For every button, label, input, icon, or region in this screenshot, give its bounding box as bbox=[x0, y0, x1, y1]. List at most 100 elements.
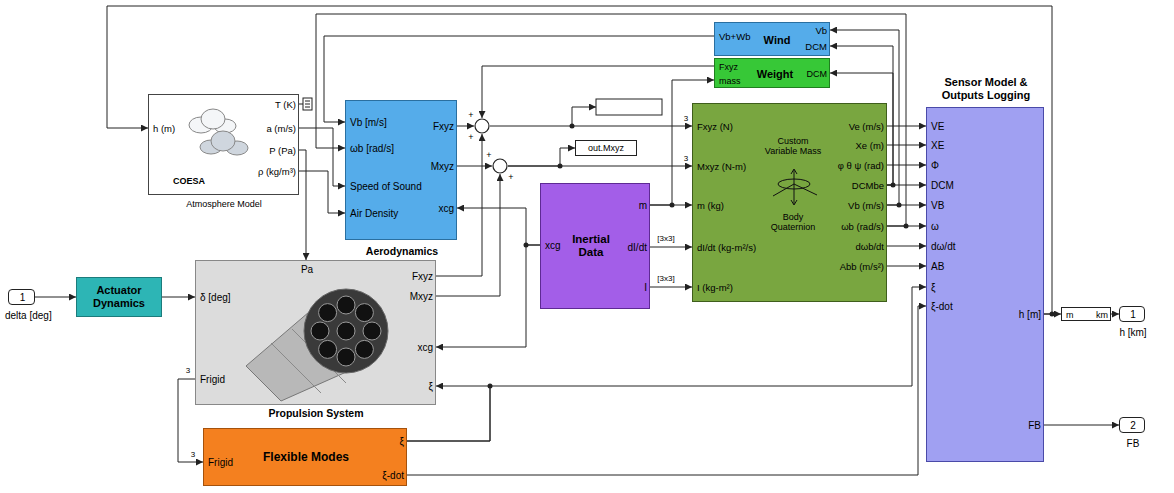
port-label: Fxyz bbox=[433, 121, 454, 133]
port-label: dI/dt bbox=[628, 242, 647, 254]
sensor-block: Sensor Model & Outputs LoggingVEXEΦDCMVB… bbox=[926, 107, 1044, 462]
flexible-modes-block: Frigidξξ-dotFlexible Modes bbox=[203, 428, 407, 486]
port-label: Ve (m/s) bbox=[849, 122, 884, 133]
signal-line bbox=[650, 287, 692, 288]
port-name: delta [deg] bbox=[5, 310, 52, 322]
port-label: XE bbox=[931, 140, 944, 152]
unit-conversion-block: m km bbox=[1061, 307, 1111, 321]
signal-dimension: [3x3] bbox=[656, 235, 675, 244]
signal-line bbox=[887, 266, 926, 267]
port-label: Φ bbox=[931, 160, 939, 172]
port-label: ξ-dot bbox=[382, 470, 404, 482]
signal-line bbox=[436, 245, 540, 347]
signal-line bbox=[35, 297, 76, 298]
signal-width: 3 bbox=[186, 367, 190, 376]
block-heading: Sensor Model & Outputs Logging bbox=[930, 76, 1042, 101]
signal-width: 3 bbox=[684, 115, 688, 124]
signal-line bbox=[299, 150, 306, 260]
body-axes-icon bbox=[773, 169, 817, 205]
port-number: 1 bbox=[1130, 309, 1136, 321]
port-label: Vb [m/s] bbox=[350, 117, 387, 129]
port-label: Frigid bbox=[208, 457, 233, 469]
weight-block: Fxyz mass Weight DCM bbox=[714, 58, 830, 88]
port-label: Abb (m/s²) bbox=[840, 262, 884, 273]
signal-line bbox=[457, 126, 474, 127]
actuator-block: Actuator Dynamics bbox=[76, 277, 162, 317]
port-label: I (kg-m²) bbox=[697, 283, 733, 294]
port-label: DCM bbox=[805, 42, 827, 53]
port-label: ξ-dot bbox=[931, 301, 953, 313]
inertial-data-block: xcgInertial DatamdI/dtI bbox=[540, 183, 650, 309]
port-label: ω bbox=[931, 221, 939, 233]
port-label: I bbox=[644, 282, 647, 294]
port-number: 2 bbox=[1130, 420, 1136, 432]
wind-block: Vb+Wb Wind VbDCM bbox=[714, 22, 830, 56]
port-label: Mxyz bbox=[431, 161, 454, 173]
block-caption: Aerodynamics bbox=[366, 245, 438, 257]
signal-line bbox=[1111, 314, 1119, 315]
atmosphere-block: h (m)T (K)a (m/s)P (Pa)ρ (kg/m³)COESAAtm… bbox=[148, 94, 299, 195]
port-label: Vb bbox=[815, 26, 827, 37]
block-name: Actuator Dynamics bbox=[81, 284, 157, 309]
port-label: Mxyz bbox=[410, 291, 433, 303]
port-label: Mxyz (N-m) bbox=[697, 162, 746, 173]
block-name: Inertial Data bbox=[565, 233, 617, 259]
display-block bbox=[596, 99, 662, 115]
port-label: P (Pa) bbox=[269, 146, 296, 157]
port-label: dI/dt (kg-m²/s) bbox=[697, 243, 756, 254]
port-label: dω/dt bbox=[931, 241, 956, 253]
port-label: Frigid bbox=[200, 374, 225, 386]
outport-block: 2FB bbox=[1119, 417, 1145, 433]
signal-line bbox=[162, 297, 195, 298]
signal-line bbox=[457, 208, 540, 245]
terminator-symbol bbox=[303, 98, 312, 110]
signal-line bbox=[650, 247, 692, 248]
port-label: m (kg) bbox=[697, 201, 724, 212]
cloud-icon bbox=[189, 109, 248, 155]
block-caption: Propulsion System bbox=[268, 407, 363, 419]
port-label: Air Density bbox=[350, 208, 398, 220]
block-name: Weight bbox=[757, 68, 793, 81]
port-label: φ θ ψ (rad) bbox=[838, 161, 884, 172]
sign: + bbox=[468, 132, 473, 142]
display-wire bbox=[572, 107, 596, 126]
signal-dimension: [3x3] bbox=[656, 275, 675, 284]
port-label: Speed of Sound bbox=[350, 181, 422, 193]
port-label: VE bbox=[931, 121, 944, 133]
signal-line bbox=[482, 66, 714, 118]
port-label: m bbox=[1066, 310, 1074, 320]
sign: + bbox=[508, 172, 513, 182]
port-label: Fxyz bbox=[412, 271, 433, 283]
port-number: 1 bbox=[20, 292, 26, 304]
rocket-illustration bbox=[246, 289, 388, 401]
port-name: FB bbox=[1127, 438, 1140, 450]
port-label: Vb (m/s) bbox=[848, 201, 884, 212]
port-label: DCM bbox=[807, 69, 828, 79]
aerodynamics-block: Vb [m/s] ωb [rad/s] Speed of SoundAir Dens… bbox=[345, 100, 457, 240]
port-label: m bbox=[639, 200, 647, 212]
port-label: Fxyz bbox=[719, 62, 738, 72]
port-label: Vb+Wb bbox=[719, 32, 750, 43]
port-label: ωb [rad/s] bbox=[350, 143, 394, 155]
port-label: ξ bbox=[931, 282, 935, 294]
signal-line bbox=[887, 226, 926, 227]
sum-block: ++ bbox=[474, 118, 490, 134]
to-workspace-block: out.Mxyz bbox=[575, 140, 637, 156]
port-label: Fxyz (N) bbox=[697, 122, 733, 133]
port-label: km bbox=[1096, 310, 1108, 320]
signal-line bbox=[407, 287, 926, 441]
sign: + bbox=[468, 110, 473, 120]
outport-block: 1h [km] bbox=[1119, 306, 1145, 322]
port-label: a (m/s) bbox=[266, 124, 296, 135]
block-name: Wind bbox=[764, 34, 791, 47]
port-label: Xe (m) bbox=[856, 141, 885, 152]
sign: + bbox=[486, 150, 491, 160]
sum-circle bbox=[474, 118, 490, 134]
port-label: ρ (kg/m³) bbox=[258, 167, 296, 178]
signal-line bbox=[887, 246, 926, 247]
port-label: mass bbox=[719, 76, 741, 86]
block-illustration bbox=[196, 261, 437, 406]
port-label: xcg bbox=[438, 203, 454, 215]
propulsion-block: Paδ [deg]FxyzMxyzxcgFrigidξPropulsion Sy… bbox=[195, 260, 436, 405]
